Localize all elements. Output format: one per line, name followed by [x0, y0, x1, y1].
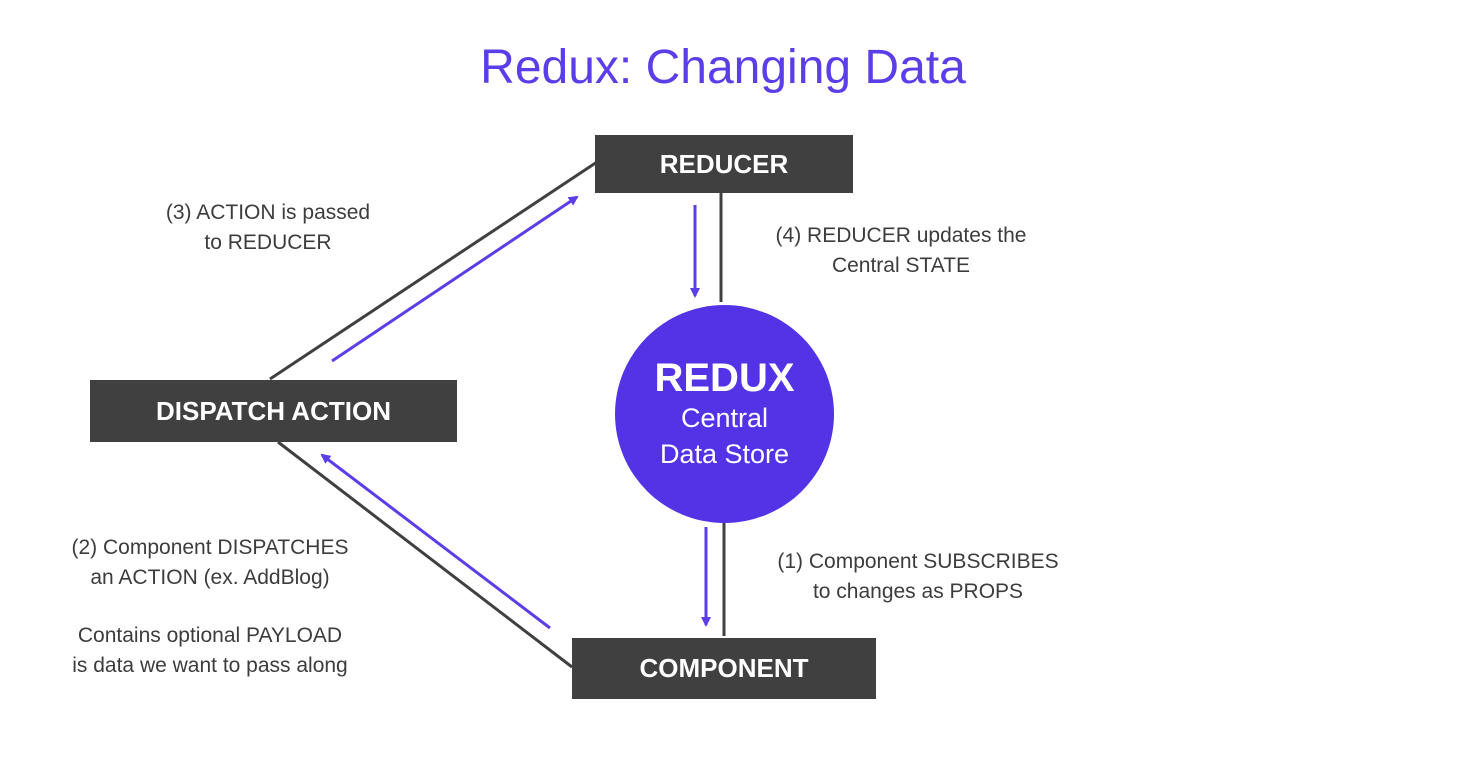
note-step-4-line2: Central STATE: [831, 254, 971, 277]
reducer-box: REDUCER: [595, 135, 853, 193]
store-subtitle-line2: Data Store: [659, 439, 790, 469]
redux-store-circle: REDUX Central Data Store: [615, 305, 834, 523]
note-step-2-line2: an ACTION (ex. AddBlog): [90, 566, 330, 589]
note-payload-line2: is data we want to pass along: [72, 654, 348, 677]
note-step-4: (4) REDUCER updates the Central STATE: [740, 221, 1062, 281]
note-payload-line1: Contains optional PAYLOAD: [77, 624, 343, 647]
arrow-action-to-reducer: [331, 195, 579, 363]
note-step-2: (2) Component DISPATCHES an ACTION (ex. …: [30, 533, 390, 593]
diagram-title: Redux: Changing Data: [480, 41, 966, 94]
note-step-3-line1: (3) ACTION is passed: [165, 201, 371, 224]
note-step-4-line1: (4) REDUCER updates the: [775, 224, 1027, 247]
store-subtitle-line1: Central: [680, 403, 769, 433]
note-step-1: (1) Component SUBSCRIBES to changes as P…: [740, 547, 1096, 607]
arrow-component-to-dispatch: [320, 453, 551, 630]
note-step-2-line1: (2) Component DISPATCHES: [71, 536, 349, 559]
component-box: COMPONENT: [572, 638, 876, 699]
connector-dispatch-reducer: [269, 160, 598, 381]
note-step-1-line1: (1) Component SUBSCRIBES: [777, 550, 1059, 573]
note-payload: Contains optional PAYLOAD is data we wan…: [30, 621, 390, 681]
connector-dispatch-component: [277, 440, 573, 669]
note-step-3: (3) ACTION is passed to REDUCER: [128, 198, 408, 258]
note-step-1-line2: to changes as PROPS: [812, 580, 1024, 603]
dispatch-action-box: DISPATCH ACTION: [90, 380, 457, 442]
store-title: REDUX: [654, 356, 795, 400]
note-step-3-line2: to REDUCER: [204, 231, 332, 254]
